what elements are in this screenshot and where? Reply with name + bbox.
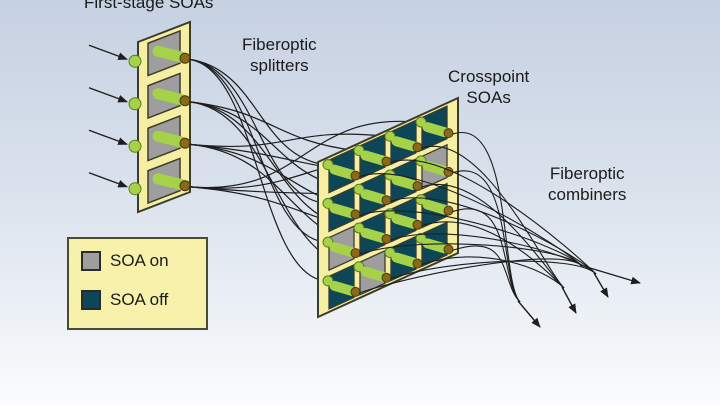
crosspoint-label-line2: SOAs bbox=[466, 88, 511, 107]
splitter-fiber bbox=[188, 133, 387, 147]
combiners-label-line2: combiners bbox=[548, 185, 627, 204]
legend-item-soa-on: SOA on bbox=[81, 251, 169, 271]
crosspoint-output-connector bbox=[329, 203, 357, 219]
crosspoint-output-connector bbox=[422, 122, 450, 138]
crosspoint-output-connector bbox=[391, 136, 419, 152]
combiners-label-line1: Fiberoptic bbox=[549, 164, 625, 183]
combiner-fiber bbox=[359, 173, 583, 267]
splitters-label-line1: Fiberoptic bbox=[242, 35, 317, 54]
crosspoint-output-tip bbox=[350, 286, 361, 297]
fiberoptic-combiners-label: Fiberoptic combiners bbox=[548, 163, 626, 205]
splitter-fiber bbox=[188, 58, 325, 243]
input-arrow bbox=[88, 87, 128, 103]
legend-box: SOA on SOA off bbox=[67, 237, 208, 330]
crosspoint-output-tip bbox=[350, 170, 361, 181]
output-arrow bbox=[593, 272, 609, 298]
crosspoint-output-tip bbox=[412, 258, 423, 269]
crosspoint-output-connector bbox=[360, 150, 388, 166]
splitter-fiber bbox=[188, 120, 418, 189]
legend-soa-off-text: SOA off bbox=[110, 290, 169, 309]
crosspoint-soas bbox=[322, 105, 454, 310]
crosspoint-output-tip bbox=[412, 142, 423, 153]
crosspoint-output-tip bbox=[381, 156, 392, 167]
combiner-fiber bbox=[421, 221, 565, 289]
splitter-fiber bbox=[188, 58, 325, 166]
crosspoint-output-connector bbox=[329, 164, 357, 180]
first-stage-output-tip bbox=[179, 95, 191, 107]
first-stage-output-connector bbox=[152, 130, 188, 148]
first-stage-input-connector bbox=[128, 54, 142, 68]
input-arrow bbox=[88, 129, 128, 145]
crosspoint-output-connector bbox=[422, 160, 450, 176]
first-stage-input-connector bbox=[128, 139, 142, 153]
crosspoint-output-connector bbox=[329, 242, 357, 258]
input-arrow bbox=[88, 172, 128, 188]
crosspoint-output-connector bbox=[391, 175, 419, 191]
crosspoint-output-tip bbox=[350, 248, 361, 259]
first-stage-soas-label: First-stage SOAs bbox=[84, 0, 213, 13]
input-arrow bbox=[88, 44, 128, 60]
first-stage-output-tip bbox=[179, 52, 191, 64]
combiner-fiber bbox=[421, 256, 565, 289]
crosspoint-output-connector bbox=[329, 280, 357, 296]
crosspoint-output-connector bbox=[422, 199, 450, 215]
combiner-fiber bbox=[359, 258, 583, 294]
first-stage-input-connector bbox=[128, 182, 142, 196]
legend-item-soa-off: SOA off bbox=[81, 290, 168, 310]
crosspoint-output-tip bbox=[381, 272, 392, 283]
crosspoint-output-tip bbox=[381, 233, 392, 244]
crosspoint-output-tip bbox=[412, 219, 423, 230]
crosspoint-output-tip bbox=[381, 195, 392, 206]
output-arrow bbox=[517, 300, 541, 328]
crosspoint-output-connector bbox=[391, 213, 419, 229]
crosspoint-output-tip bbox=[350, 209, 361, 220]
combiner-fiber bbox=[452, 245, 521, 303]
crosspoint-output-connector bbox=[360, 227, 388, 243]
first-stage-label-text: First-stage SOAs bbox=[84, 0, 214, 12]
crosspoint-output-tip bbox=[443, 244, 454, 255]
crosspoint-output-connector bbox=[360, 266, 388, 282]
combiner-fiber bbox=[421, 184, 565, 289]
first-stage-output-tip bbox=[179, 137, 191, 149]
crosspoint-soas-label: Crosspoint SOAs bbox=[448, 66, 529, 108]
crosspoint-output-tip bbox=[412, 181, 423, 192]
fiberoptic-splitters-label: Fiberoptic splitters bbox=[242, 34, 317, 76]
combiner-fibers bbox=[359, 131, 641, 328]
splitters-label-line2: splitters bbox=[250, 56, 309, 75]
first-stage-soas bbox=[128, 29, 191, 205]
combiner-fiber bbox=[359, 210, 583, 267]
combiner-fiber bbox=[452, 170, 521, 303]
crosspoint-output-tip bbox=[443, 128, 454, 139]
crosspoint-label-line1: Crosspoint bbox=[448, 67, 530, 86]
crosspoint-output-connector bbox=[391, 252, 419, 268]
first-stage-output-connector bbox=[152, 88, 188, 106]
output-arrow bbox=[561, 286, 577, 314]
combiner-fiber bbox=[421, 145, 565, 289]
soa-on-swatch bbox=[81, 251, 101, 271]
input-arrows bbox=[88, 44, 128, 188]
first-stage-output-tip bbox=[179, 180, 191, 192]
first-stage-output-connector bbox=[152, 173, 188, 191]
crosspoint-output-connector bbox=[360, 189, 388, 205]
first-stage-output-connector bbox=[152, 45, 188, 63]
legend-soa-on-text: SOA on bbox=[110, 251, 169, 270]
first-stage-input-connector bbox=[128, 97, 142, 111]
combiner-fiber bbox=[452, 208, 521, 303]
soa-off-swatch bbox=[81, 290, 101, 310]
crosspoint-output-tip bbox=[443, 205, 454, 216]
output-arrow bbox=[579, 264, 641, 285]
splitter-fiber bbox=[188, 101, 356, 152]
